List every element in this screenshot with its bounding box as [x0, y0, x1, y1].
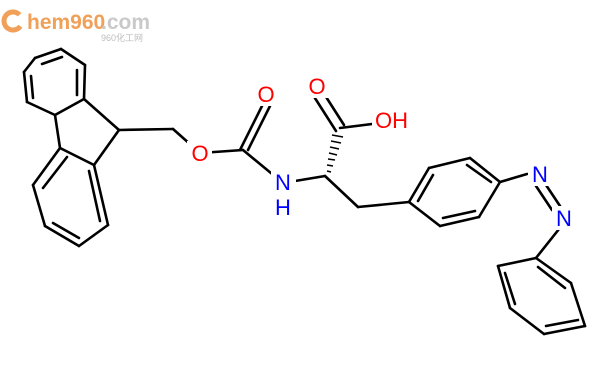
bond-aromatic-inner — [465, 163, 493, 184]
bond-single — [496, 256, 538, 268]
bond-aromatic-inner — [536, 265, 567, 290]
bond-single — [356, 200, 411, 209]
bond-single — [22, 70, 29, 104]
watermark-suffix-text: .com — [101, 11, 150, 34]
bond-single — [496, 264, 512, 310]
bond-single — [82, 63, 87, 101]
watermark-logo-c-icon — [1, 9, 25, 33]
bond-aromatic-inner — [503, 271, 517, 306]
bond-double-a — [311, 93, 338, 133]
watermark-sub-text: 960化工网 — [101, 32, 143, 43]
bond-aromatic-inner — [87, 169, 102, 223]
atom-label-o-carbamate: O — [257, 82, 274, 107]
bond-single — [43, 224, 81, 248]
bond-single — [534, 256, 573, 285]
atom-label-n-azo-1: N — [532, 162, 548, 187]
bond-single — [92, 163, 110, 227]
bond-single — [468, 156, 502, 184]
bond-double-b — [246, 104, 272, 152]
bond-double-a — [534, 184, 554, 212]
bond-aromatic-inner — [544, 318, 580, 328]
bond-single — [59, 47, 87, 67]
bond-single — [31, 183, 47, 228]
bond-single — [53, 113, 62, 150]
bond-single — [77, 223, 110, 248]
bond-single — [508, 306, 546, 336]
bond-double-a — [238, 104, 264, 152]
bond-single — [542, 324, 587, 336]
bond-single — [427, 156, 472, 170]
atom-label-n-azo-2: N — [556, 206, 572, 231]
bond-single — [477, 180, 502, 219]
bond-single — [33, 47, 63, 60]
bond-aromatic-inner — [29, 74, 35, 100]
bond-single — [25, 100, 57, 117]
bond-single — [92, 128, 121, 167]
bond-layer — [22, 47, 587, 336]
stereo-hash-wedge — [326, 134, 344, 173]
watermark-brand-text: hem960 — [27, 11, 105, 34]
atom-label-oh-acid: OH — [375, 108, 408, 133]
bond-aromatic-inner — [441, 209, 477, 220]
bond-single — [22, 56, 37, 74]
watermark-logo: hem960 .com 960化工网 — [1, 9, 150, 43]
bond-aromatic-inner — [40, 55, 64, 66]
bond-single — [569, 281, 587, 328]
bond-single — [407, 200, 442, 228]
atom-label-n-amide: N — [275, 170, 291, 195]
bond-single — [31, 146, 62, 187]
bond-single — [498, 172, 529, 184]
atom-labels: O O N H O OH N N — [187, 74, 577, 231]
bond-single — [438, 215, 481, 228]
atom-label-o-acid: O — [308, 74, 325, 99]
atom-label-h-amide: H — [275, 195, 291, 220]
bond-single — [117, 127, 175, 132]
bond-single — [82, 97, 121, 132]
bond-aromatic-inner — [51, 221, 81, 240]
bond-single — [53, 97, 86, 117]
bond-single — [407, 166, 431, 204]
bond-aromatic-inner — [41, 155, 69, 190]
bond-aromatic-inner — [416, 173, 435, 203]
bond-single — [323, 174, 360, 209]
atom-label-o-ether: O — [191, 141, 208, 166]
bond-single — [58, 146, 96, 167]
